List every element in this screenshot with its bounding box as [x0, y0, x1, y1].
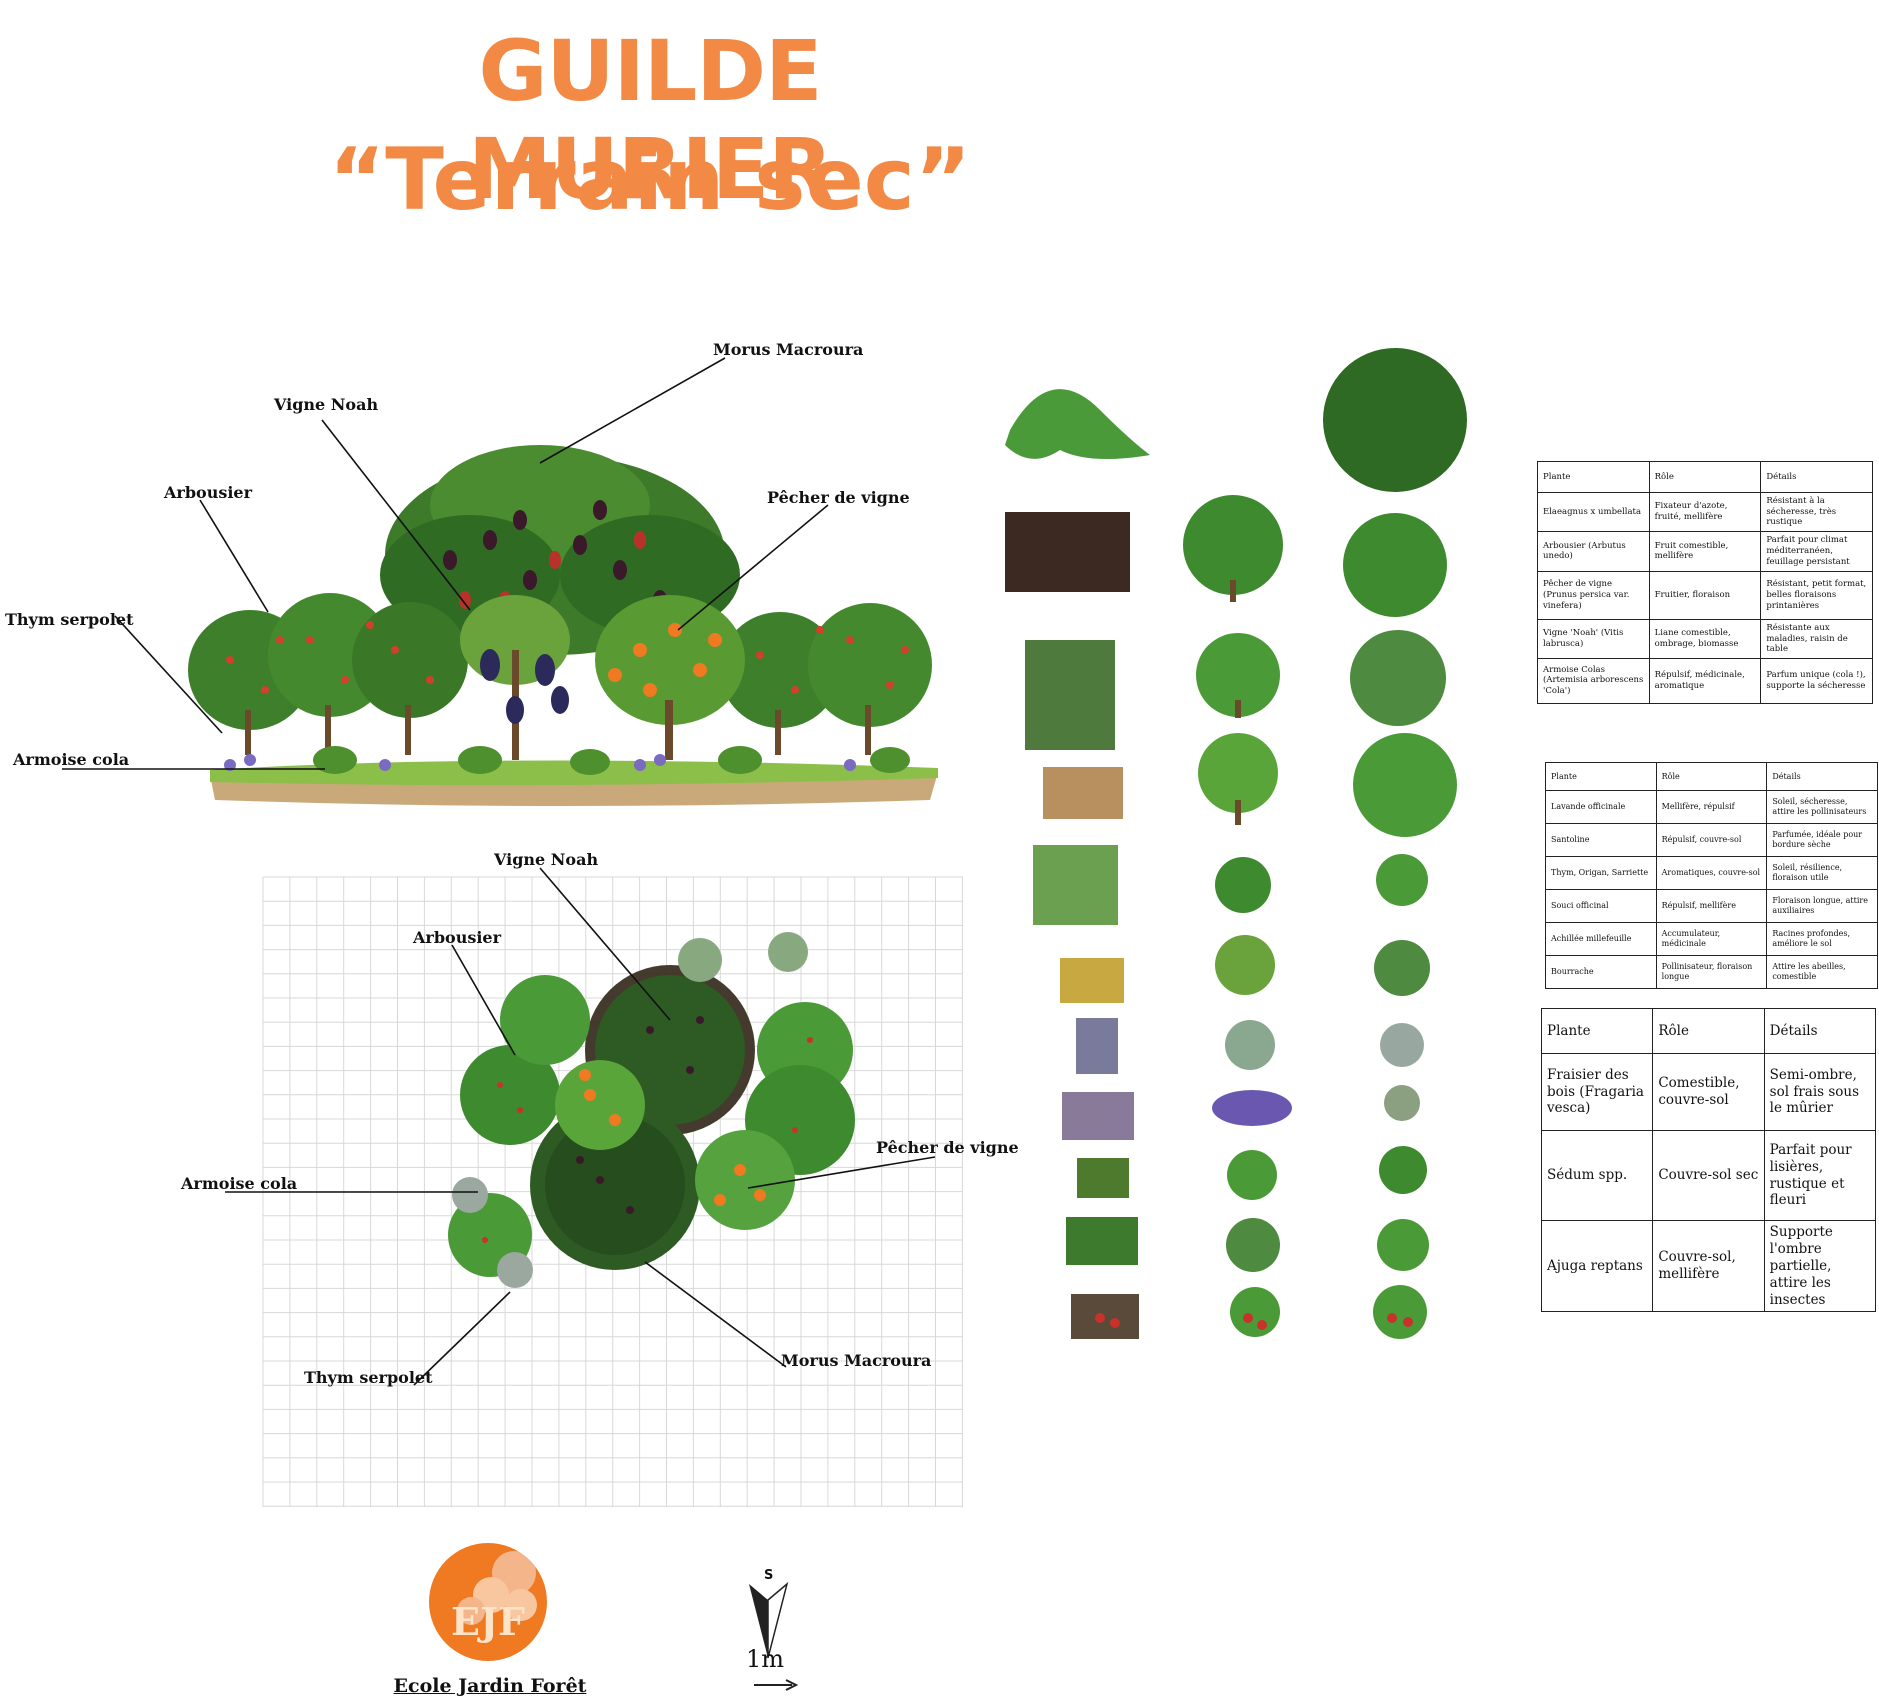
table-cell: Floraison longue, attire auxiliaires: [1766, 889, 1878, 923]
table-cell: Lavande officinale: [1545, 790, 1657, 824]
table-cell: Supporte l'ombre partielle, attire les i…: [1763, 1219, 1877, 1313]
table-cell: Aromatiques, couvre-sol: [1655, 856, 1768, 890]
table-cell: Répulsif, mellifère: [1655, 889, 1768, 923]
table-header-cell: Rôle: [1655, 762, 1768, 791]
table-cell: Répulsif, médicinale, aromatique: [1648, 657, 1762, 704]
label-side-vigne: Vigne Noah: [274, 395, 379, 414]
table-cell: Pêcher de vigne (Prunus persica var. vin…: [1537, 570, 1650, 620]
table-cell: Résistant, petit format, belles floraiso…: [1760, 570, 1873, 620]
table-cell: Racines profondes, améliore le sol: [1766, 922, 1878, 956]
table-cell: Fixateur d'azote, fruité, mellifère: [1648, 492, 1762, 532]
table-cell: Mellifère, répulsif: [1655, 790, 1768, 824]
scale-label: 1m: [745, 1645, 785, 1673]
table-cell: Accumulateur, médicinale: [1655, 922, 1768, 956]
table-cell: Souci officinal: [1545, 889, 1657, 923]
table-cell: Soleil, sécheresse, attire les pollinisa…: [1766, 790, 1878, 824]
table-cell: Comestible, couvre-sol: [1652, 1053, 1765, 1131]
table-cell: Fruitier, floraison: [1648, 570, 1762, 620]
table-cell: Liane comestible, ombrage, biomasse: [1648, 618, 1762, 659]
school-name: Ecole Jardin Forêt: [393, 1675, 587, 1697]
label-side-morus: Morus Macroura: [713, 340, 864, 359]
label-plan-pecher: Pêcher de vigne: [876, 1138, 1019, 1157]
table-cell: Arbousier (Arbutus unedo): [1537, 530, 1650, 572]
label-plan-vigne: Vigne Noah: [494, 850, 599, 869]
table-cell: Santoline: [1545, 823, 1657, 857]
table-row: Arbousier (Arbutus unedo)Fruit comestibl…: [1537, 530, 1873, 572]
table-cell: Thym, Origan, Sarriette: [1545, 856, 1657, 890]
table-cell: Pollinisateur, floraison longue: [1655, 955, 1768, 989]
table-cell: Parfumée, idéale pour bordure sèche: [1766, 823, 1878, 857]
table-cell: Semi-ombre, sol frais sous le mûrier: [1763, 1053, 1877, 1131]
logo-initials: EJF: [451, 1599, 525, 1644]
table-row: Vigne 'Noah' (Vitis labrusca)Liane comes…: [1537, 618, 1873, 659]
table-cell: Fruit comestible, mellifère: [1648, 530, 1762, 572]
table-cell: Ajuga reptans: [1540, 1219, 1654, 1313]
table-header-cell: Plante: [1545, 762, 1657, 791]
table-cell: Parfum unique (cola !), supporte la séch…: [1760, 657, 1873, 704]
table-header-cell: Détails: [1763, 1008, 1877, 1054]
label-plan-arbousier: Arbousier: [413, 928, 502, 947]
page-title: GUILDE MURIER: [468, 22, 833, 218]
table-cell: Armoise Colas (Artemisia arborescens 'Co…: [1537, 657, 1650, 704]
table-header-cell: Plante: [1537, 461, 1650, 493]
table-header-cell: Plante: [1540, 1008, 1654, 1054]
school-logo: EJF: [429, 1543, 547, 1661]
label-plan-armoise: Armoise cola: [181, 1174, 298, 1193]
label-side-thym: Thym serpolet: [5, 610, 134, 629]
compass-direction: S: [764, 1568, 774, 1583]
table-cell: Parfait pour climat méditerranéen, feuil…: [1760, 530, 1873, 572]
table-header-cell: Rôle: [1652, 1008, 1765, 1054]
table-row: Fraisier des bois (Fragaria vesca)Comest…: [1540, 1053, 1877, 1131]
table-row: Pêcher de vigne (Prunus persica var. vin…: [1537, 570, 1873, 620]
scale-arrow-icon: [754, 1679, 799, 1691]
table-cell: Achillée millefeuille: [1545, 922, 1657, 956]
page-subtitle: “Terrain sec”: [328, 130, 972, 230]
table-header-cell: Détails: [1766, 762, 1878, 791]
table-cell: Couvre-sol, mellifère: [1652, 1219, 1765, 1313]
table-row: Armoise Colas (Artemisia arborescens 'Co…: [1537, 657, 1873, 704]
table-cell: Parfait pour lisières, rustique et fleur…: [1763, 1130, 1877, 1221]
table-cell: Résistant à la sécheresse, très rustique: [1760, 492, 1873, 532]
compass-arrow-icon: [749, 1581, 789, 1659]
label-side-armoise: Armoise cola: [13, 750, 130, 769]
table-cell: Sédum spp.: [1540, 1130, 1654, 1221]
label-plan-thym: Thym serpolet: [304, 1368, 433, 1387]
table-header-cell: Détails: [1760, 461, 1873, 493]
table-cell: Couvre-sol sec: [1652, 1130, 1765, 1221]
table-cell: Bourrache: [1545, 955, 1657, 989]
table-cell: Soleil, résilience, floraison utile: [1766, 856, 1878, 890]
table-cell: Attire les abeilles, comestible: [1766, 955, 1878, 989]
table-cell: Elaeagnus x umbellata: [1537, 492, 1650, 532]
table-cell: Résistante aux maladies, raisin de table: [1760, 618, 1873, 659]
table-cell: Répulsif, couvre-sol: [1655, 823, 1768, 857]
label-side-arbousier: Arbousier: [164, 483, 253, 502]
table-cell: Vigne 'Noah' (Vitis labrusca): [1537, 618, 1650, 659]
table-cell: Fraisier des bois (Fragaria vesca): [1540, 1053, 1654, 1131]
table-header-cell: Rôle: [1648, 461, 1762, 493]
label-side-pecher: Pêcher de vigne: [767, 488, 910, 507]
label-plan-morus: Morus Macroura: [781, 1351, 932, 1370]
